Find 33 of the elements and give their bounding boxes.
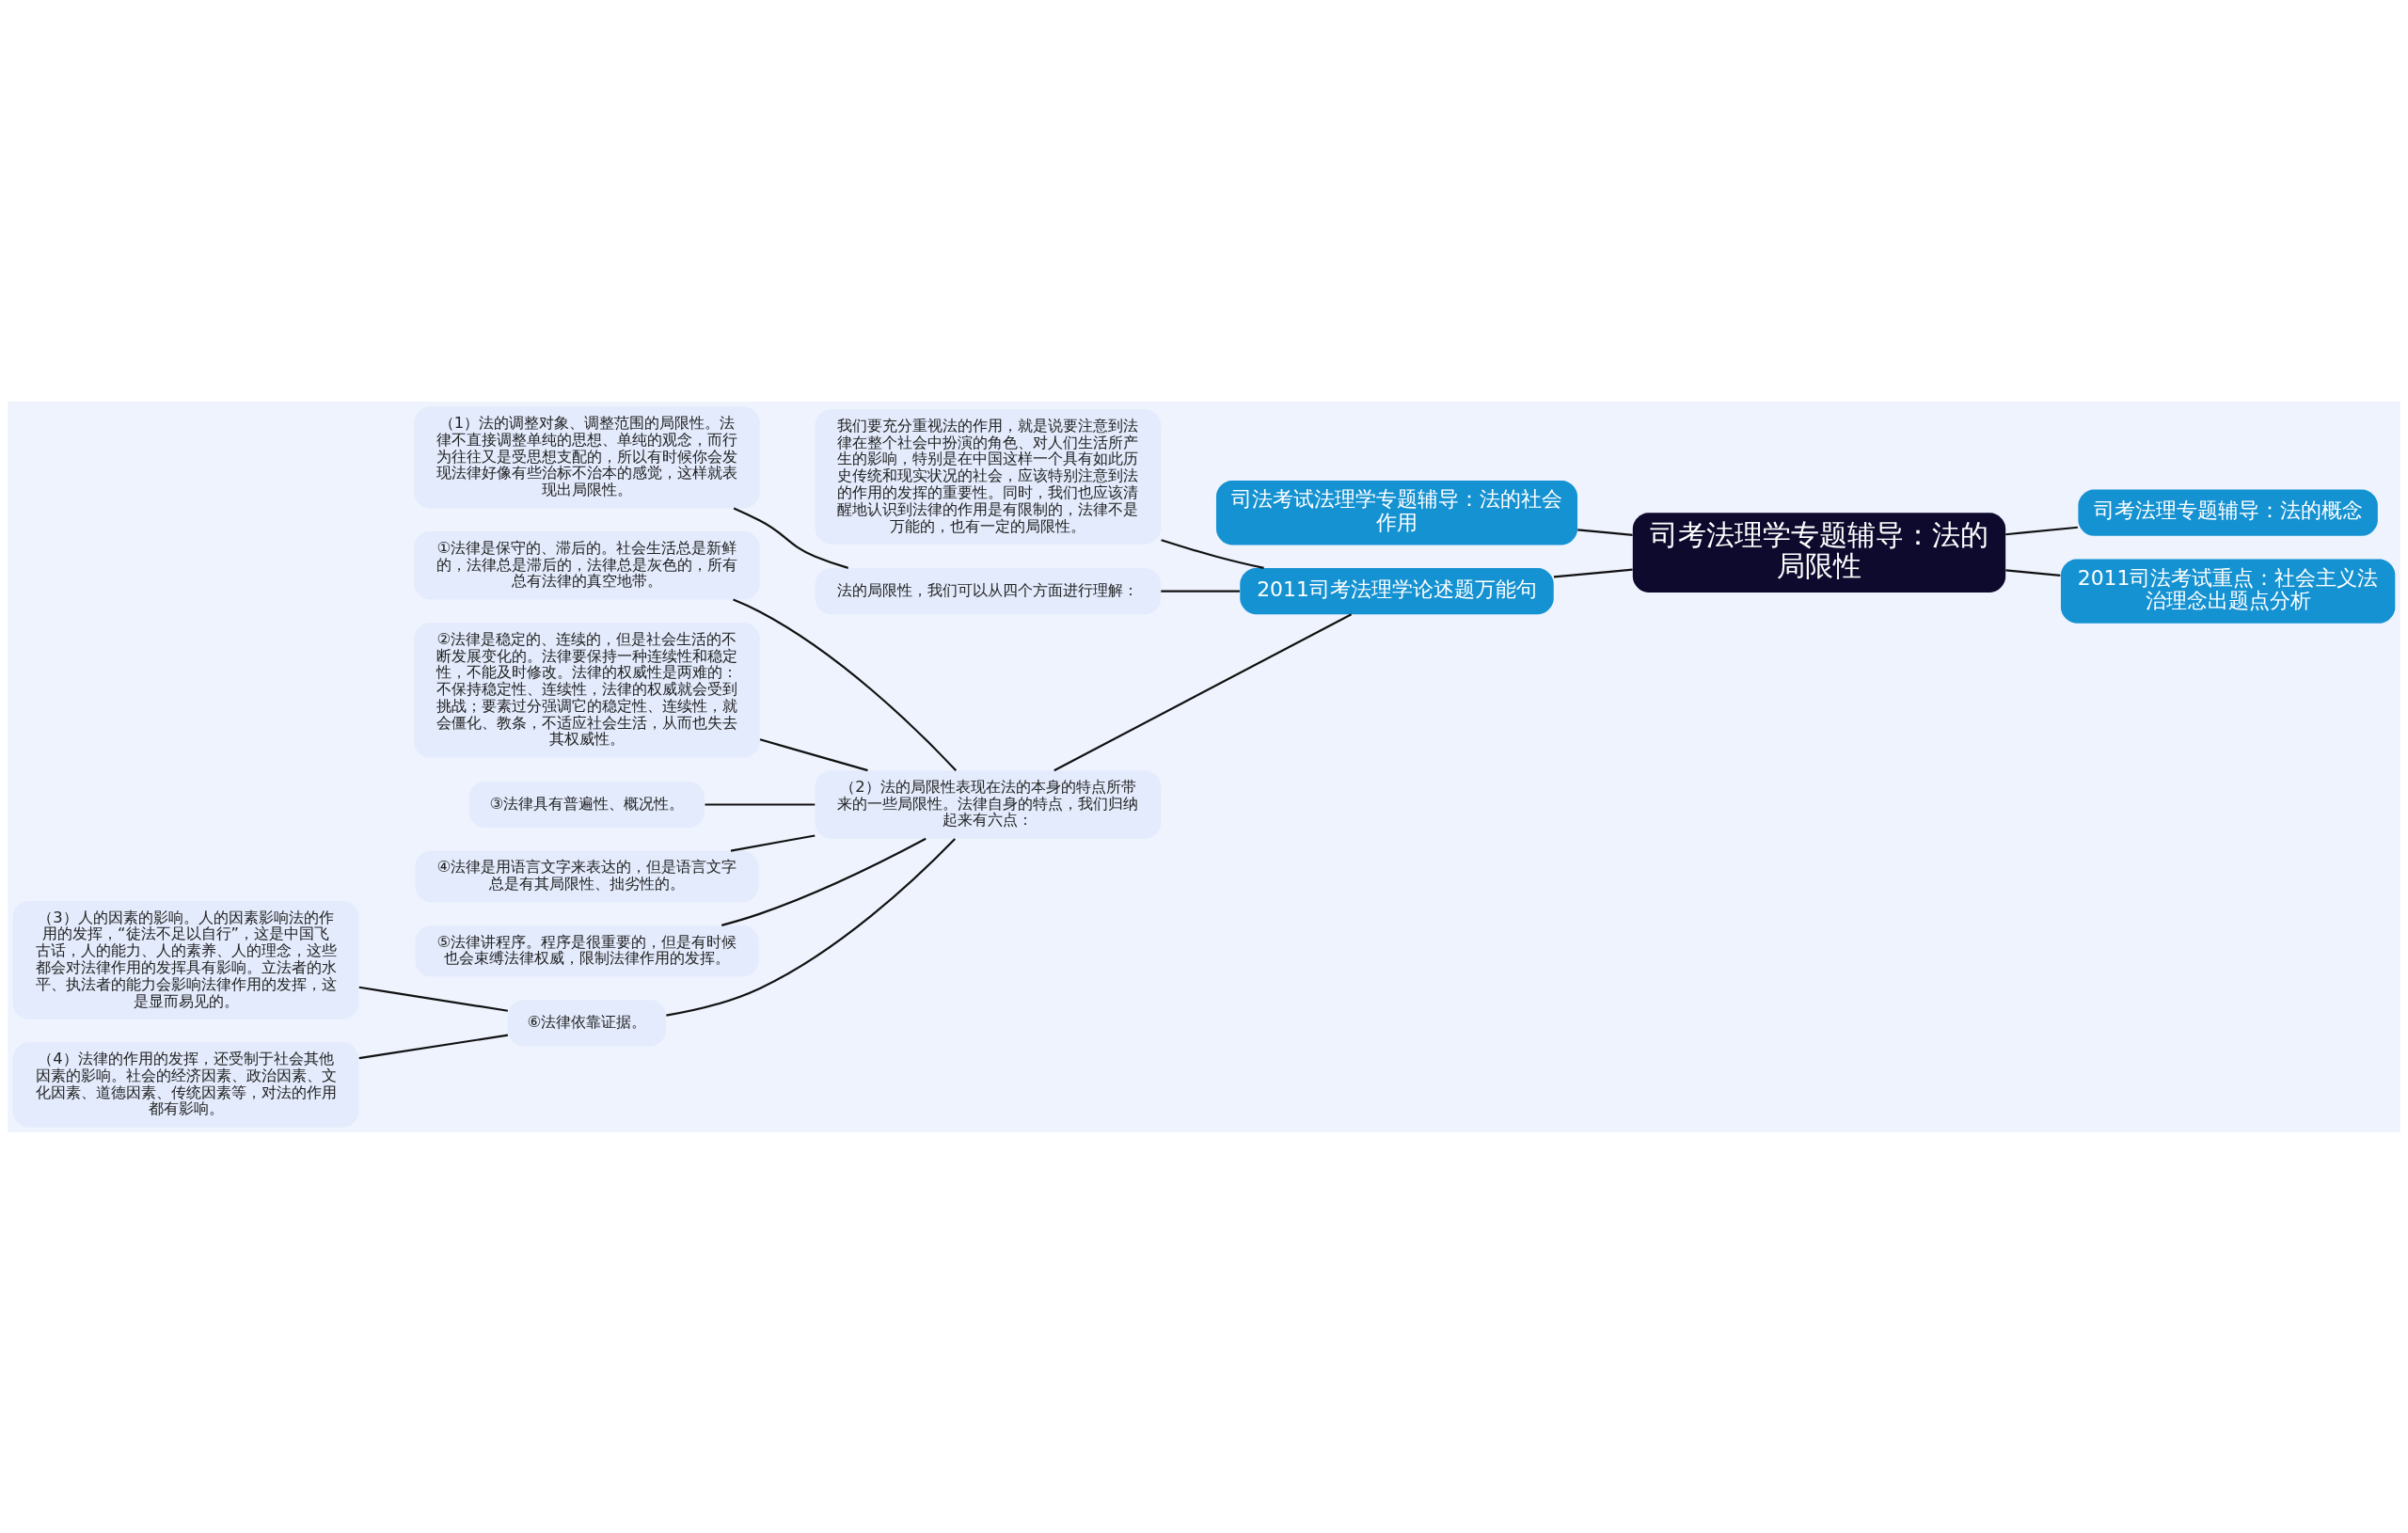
node-box: （3）人的因素的影响。人的因素影响法的作用的发挥，“徒法不足以自行”，这是中国飞古话，人的能力、人的素养、人的理念，这些都会对法律作用的发挥具有影响。立法者的水平、执法者的能力会影响法律作用的发挥，这是显而易见的。 xyxy=(12,900,359,1019)
node-box: ①法律是保守的、滞后的。社会生活总是新鲜的，法律总是滞后的，法律总是灰色的，所有总有法律的真空地带。 xyxy=(414,530,760,599)
connector xyxy=(1054,612,1353,771)
node-box: ②法律是稳定的、连续的，但是社会生活的不断发展变化的。法律要保持一种连续性和稳定性，不能及时修改。法律的权威性是两难的：不保持稳定性、连续性，法律的权威就会受到挑战；要素过分强调它的稳定性、连续性，就会僵化、教条，不适应社会生活，从而也失去其权威性。 xyxy=(414,622,760,758)
connector xyxy=(1553,568,1633,577)
connector xyxy=(2005,568,2061,577)
connector xyxy=(733,507,848,569)
connector xyxy=(721,837,927,926)
node-box: 2011司法考试重点：社会主义法治理念出题点分析 xyxy=(2060,558,2396,624)
node-box: （4）法律的作用的发挥，还受制于社会其他因素的影响。社会的经济因素、政治因素、文化因素、道德因素、传统因素等，对法的作用都有影响。 xyxy=(12,1041,359,1128)
node-box: ③法律具有普遍性、概况性。 xyxy=(468,781,705,828)
node-box: 司法考试法理学专题辅导：法的社会作用 xyxy=(1216,480,1578,545)
connector xyxy=(730,833,816,852)
connector xyxy=(759,737,868,771)
node-box: 2011司考法理学论述题万能句 xyxy=(1240,567,1554,614)
connector xyxy=(2005,526,2078,535)
connector xyxy=(666,837,956,1017)
node-box: ⑤法律讲程序。程序是很重要的，但是有时候也会束缚法律权威，限制法律作用的发挥。 xyxy=(415,925,759,977)
node-box: ④法律是用语言文字来表达的，但是语言文字总是有其局限性、拙劣性的。 xyxy=(415,850,759,902)
connector xyxy=(358,986,509,1012)
connector xyxy=(733,598,958,771)
connector xyxy=(1577,528,1633,536)
node-box: ⑥法律依靠证据。 xyxy=(507,999,666,1046)
node-box: 司考法理学专题辅导：法的局限性 xyxy=(1632,512,2006,593)
connector xyxy=(1161,590,1240,593)
node-box: 司考法理专题辅导：法的概念 xyxy=(2078,489,2378,536)
connector xyxy=(1161,538,1264,569)
node-box: 法的局限性，我们可以从四个方面进行理解： xyxy=(815,567,1162,614)
node-box: （2）法的局限性表现在法的本身的特点所带来的一些局限性。法律自身的特点，我们归纳起来有六点： xyxy=(815,769,1162,839)
node-box: （1）法的调整对象、调整范围的局限性。法律不直接调整单纯的思想、单纯的观念，而行为往往又是受思想支配的，所以有时候你会发现法律好像有些治标不治本的感觉，这样就表现出局限性。 xyxy=(414,405,760,508)
node-box: 我们要充分重视法的作用，就是说要注意到法律在整个社会中扮演的角色、对人们生活所产生的影响，特别是在中国这样一个具有如此历史传统和现实状况的社会，应该特别注意到法的作用的发挥的重要性。同时，我们也应该清醒地认识到法律的作用是有限制的，法律不是万能的，也有一定的局限性。 xyxy=(815,408,1162,545)
connector xyxy=(358,1034,509,1059)
connector xyxy=(705,802,816,806)
